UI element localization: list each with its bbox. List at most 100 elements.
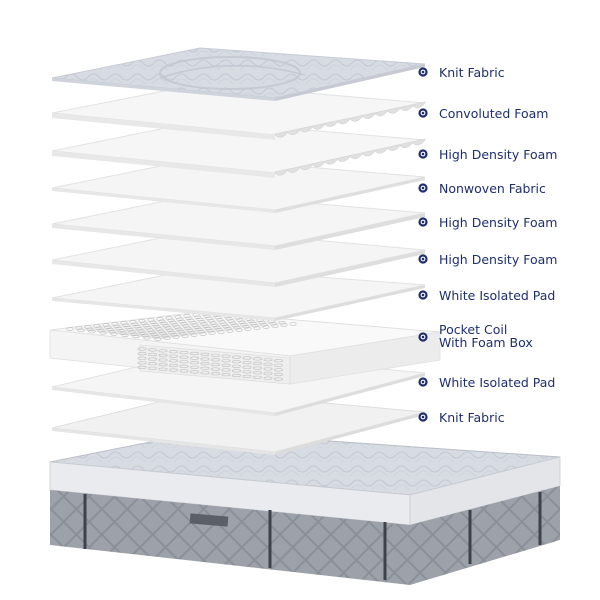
coil-spring-side xyxy=(273,363,283,367)
coil-spring-top xyxy=(152,335,160,339)
layer-nonwoven-fabric xyxy=(51,157,426,213)
coil-spring-top xyxy=(161,334,169,338)
coil-spring-side xyxy=(242,370,252,374)
layer-white-isolated-pad-1 xyxy=(51,267,426,321)
coil-spring-side xyxy=(148,357,158,361)
layer-pocket-coil xyxy=(49,311,441,385)
layer-convoluted-foam xyxy=(51,83,426,140)
coil-spring-top xyxy=(247,319,255,323)
coil-spring-top xyxy=(113,324,121,328)
coil-spring-side xyxy=(190,370,200,374)
layer-label-line: Nonwoven Fabric xyxy=(439,181,546,196)
coil-spring-top xyxy=(122,323,130,327)
coil-spring-side xyxy=(169,368,179,372)
label-high-density-foam-2: High Density Foam xyxy=(418,215,557,230)
coil-spring-side xyxy=(211,372,221,376)
coil-spring-top xyxy=(162,324,170,328)
layer-label-text: High Density Foam xyxy=(439,252,557,267)
ringed-dot-core xyxy=(421,415,425,419)
layer-label-text: White Isolated Pad xyxy=(439,288,555,303)
coil-spring-side xyxy=(242,361,252,365)
coil-spring-side xyxy=(179,364,189,369)
coil-spring-top xyxy=(220,322,228,326)
coil-spring-top xyxy=(199,332,207,336)
label-high-density-foam-3: High Density Foam xyxy=(418,252,557,267)
layer-label-line: Knit Fabric xyxy=(439,65,505,80)
pocket-coil-springs xyxy=(66,312,297,341)
coil-spring-side xyxy=(263,358,273,362)
coil-spring-side xyxy=(200,366,210,370)
layer-label-text: Convoluted Foam xyxy=(439,106,548,121)
coil-spring-top xyxy=(216,318,224,322)
coil-spring-top xyxy=(154,337,162,341)
coil-spring-top xyxy=(157,329,165,333)
coil-spring-side xyxy=(221,363,231,368)
coil-spring-side xyxy=(253,366,263,370)
coil-spring-side xyxy=(169,354,179,358)
layer-knit-fabric-bottom xyxy=(51,391,426,455)
coil-spring-side xyxy=(169,359,179,363)
layer-label-line: High Density Foam xyxy=(439,252,557,267)
ringed-dot-core xyxy=(421,111,425,115)
coil-spring-side xyxy=(179,360,189,364)
coil-spring-top xyxy=(260,323,268,327)
ringed-dot-core xyxy=(421,186,425,190)
coil-spring-side xyxy=(263,362,273,367)
coil-spring-side xyxy=(273,377,283,381)
coil-spring-top xyxy=(77,328,85,332)
coil-spring-side xyxy=(211,362,221,367)
coil-spring-side xyxy=(200,357,210,361)
coil-spring-top xyxy=(163,336,171,340)
coil-spring-side xyxy=(211,358,221,362)
coil-spring-top xyxy=(206,329,214,333)
coil-spring-side xyxy=(148,348,158,352)
coil-spring-top xyxy=(253,326,261,330)
coil-spring-top xyxy=(269,322,277,326)
coil-spring-top xyxy=(153,325,161,329)
layer-label-line: Convoluted Foam xyxy=(439,106,548,121)
coil-spring-top xyxy=(86,327,94,331)
coil-spring-top xyxy=(189,321,197,325)
coil-spring-top xyxy=(179,332,187,336)
layer-label-line: High Density Foam xyxy=(439,215,557,230)
coil-spring-top xyxy=(176,317,184,321)
coil-spring-top xyxy=(88,329,96,334)
coil-spring-side xyxy=(253,361,263,366)
coil-spring-side xyxy=(158,367,168,371)
layer-high-density-foam-3 xyxy=(51,229,426,287)
coil-spring-top xyxy=(170,333,178,337)
coil-spring-side xyxy=(253,357,263,361)
coil-spring-top xyxy=(289,322,297,326)
coil-spring-side xyxy=(158,358,168,362)
coil-spring-top xyxy=(280,323,288,327)
coil-spring-side xyxy=(232,364,242,368)
coil-spring-top xyxy=(184,326,192,330)
coil-spring-side xyxy=(273,372,283,377)
coil-spring-side xyxy=(179,369,189,373)
coil-spring-side xyxy=(148,366,158,370)
coil-spring-top xyxy=(110,332,118,336)
coil-spring-side xyxy=(190,361,200,365)
coil-spring-top xyxy=(244,327,252,331)
coil-spring-top xyxy=(126,328,134,332)
layer-label-line: High Density Foam xyxy=(439,147,557,162)
coil-spring-top xyxy=(121,333,129,337)
coil-spring-top xyxy=(135,327,143,331)
label-white-isolated-pad-2: White Isolated Pad xyxy=(418,375,555,390)
coil-spring-top xyxy=(131,322,139,326)
layer-label-text: Knit Fabric xyxy=(439,65,505,80)
coil-spring-top xyxy=(197,330,205,334)
coil-spring-top xyxy=(217,330,225,334)
layer-label-text: Knit Fabric xyxy=(439,410,505,425)
coil-spring-side xyxy=(190,356,200,360)
layer-label-line: White Isolated Pad xyxy=(439,375,555,390)
coil-spring-side xyxy=(263,376,273,380)
assembled-mattress xyxy=(49,431,561,585)
layer-high-density-foam-1 xyxy=(51,120,426,178)
ringed-dot-core xyxy=(421,293,425,297)
coil-spring-top xyxy=(95,326,103,330)
coil-spring-top xyxy=(208,331,216,335)
coil-spring-top xyxy=(188,331,196,335)
